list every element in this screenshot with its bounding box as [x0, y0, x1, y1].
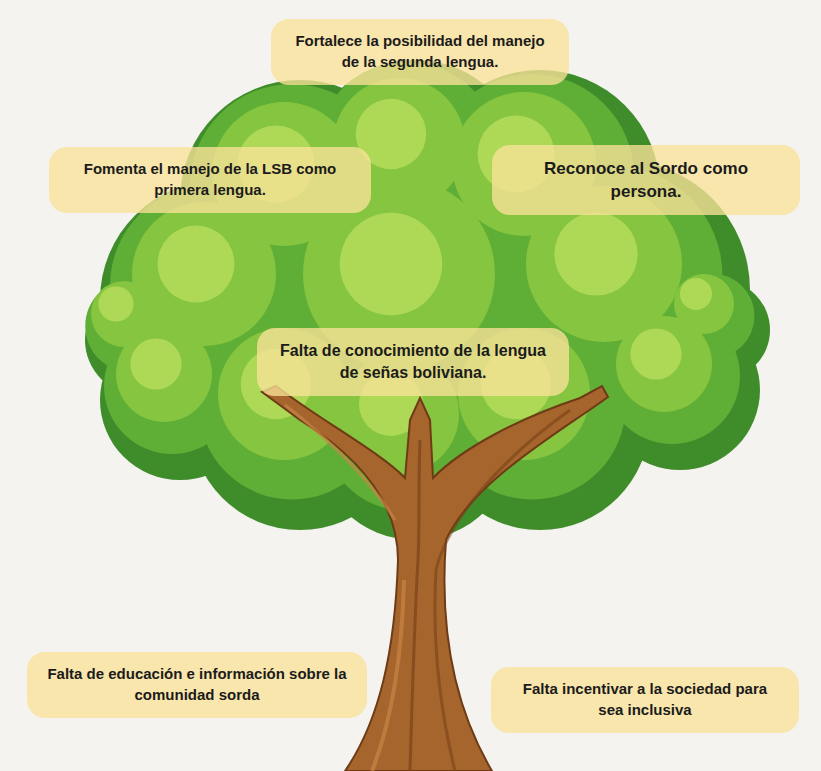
leaf-cluster	[98, 286, 133, 321]
leaf-cluster	[680, 278, 712, 310]
box-text: Reconoce al Sordo como persona.	[512, 157, 780, 204]
leaf-cluster	[130, 338, 181, 389]
leaf-cluster	[158, 226, 235, 303]
leaf-cluster	[630, 328, 681, 379]
text-box: Reconoce al Sordo como persona.	[492, 145, 800, 216]
text-box: Falta de educación e información sobre l…	[27, 652, 367, 717]
text-box: Falta incentivar a la sociedad para sea …	[491, 667, 799, 732]
box-text: Falta de educación e información sobre l…	[47, 664, 347, 705]
text-box: Falta de conocimiento de la lengua de se…	[257, 328, 569, 396]
trunk-shade	[410, 440, 420, 771]
box-text: Falta incentivar a la sociedad para sea …	[511, 679, 779, 720]
trunk-highlight	[372, 580, 404, 771]
box-text: Fomenta el manejo de la LSB como primera…	[69, 159, 351, 200]
branch-highlight	[285, 405, 395, 520]
leaf-cluster	[91, 281, 157, 347]
box-text: Fortalece la posibilidad del manejo de l…	[291, 31, 549, 72]
leaf-cluster	[340, 213, 442, 315]
leaf-cluster	[554, 212, 637, 295]
text-box: Fortalece la posibilidad del manejo de l…	[271, 19, 569, 84]
text-box: Fomenta el manejo de la LSB como primera…	[49, 147, 371, 212]
leaf-cluster	[674, 274, 734, 334]
box-text: Falta de conocimiento de la lengua de se…	[277, 340, 549, 384]
